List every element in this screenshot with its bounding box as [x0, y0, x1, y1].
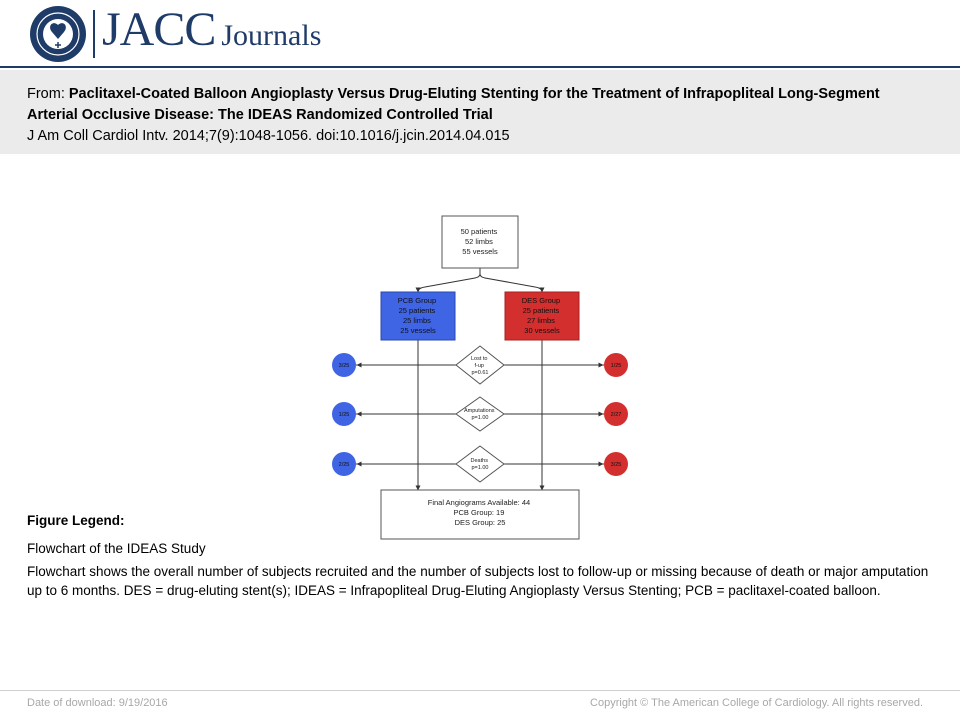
ideas-flowchart: 50 patients 52 limbs 55 vessels PCB Grou…: [332, 215, 628, 540]
svg-text:Final Angiograms Available: 44: Final Angiograms Available: 44 PCB Group…: [428, 498, 533, 527]
des-amputation-count: 2/27: [611, 412, 622, 418]
diamond-label: Lost to: [471, 356, 488, 362]
figure-legend: Figure Legend: Flowchart of the IDEAS St…: [27, 513, 937, 600]
diamond-label: p=0.61: [472, 370, 489, 376]
pcb-lost-count: 3/25: [339, 363, 350, 369]
legend-heading: Figure Legend:: [27, 513, 125, 528]
diamond-label: f-up: [474, 363, 483, 369]
pcb-death-count: 2/25: [339, 462, 350, 468]
brand-name: JACC: [102, 3, 216, 56]
des-group-line: 25 patients: [523, 306, 560, 315]
enrollment-line: 50 patients: [461, 227, 498, 236]
deaths-diamond: [455, 445, 505, 483]
des-lost-circle: [604, 353, 628, 377]
copyright-notice: Copyright © The American College of Card…: [590, 697, 923, 709]
pcb-lost-circle: [332, 353, 356, 377]
lost-to-followup-diamond: [455, 345, 505, 385]
des-amputation-circle: [604, 402, 628, 426]
enrollment-line: 52 limbs: [465, 237, 493, 246]
header-rule: [0, 66, 960, 68]
final-box-line: DES Group: 25: [455, 518, 506, 527]
final-box-line: PCB Group: 19: [454, 508, 505, 517]
amputations-diamond: [455, 396, 505, 432]
svg-text:DES Group 25 patients: DES Group 25 patients 27 limbs 30 vessel…: [522, 296, 562, 335]
pcb-amputation-count: 1/25: [339, 412, 350, 418]
des-group-line: 30 vessels: [524, 326, 560, 335]
svg-text:Lost to f-up p=0.61: Lost to f-up p=0.61: [471, 356, 489, 376]
footer-rule: [0, 690, 960, 691]
citation-banner: From: Paclitaxel-Coated Balloon Angiopla…: [0, 70, 960, 154]
pcb-group-line: 25 vessels: [400, 326, 436, 335]
diamond-label: Deaths: [471, 458, 489, 464]
des-death-count: 3/25: [611, 462, 622, 468]
des-group-line: DES Group: [522, 296, 560, 305]
download-date: Date of download: 9/19/2016: [27, 697, 168, 709]
logo-divider: [93, 10, 95, 58]
diamond-label: Amputations: [464, 408, 495, 414]
pcb-amputation-circle: [332, 402, 356, 426]
legend-body: Flowchart shows the overall number of su…: [27, 564, 929, 598]
legend-caption: Flowchart of the IDEAS Study: [27, 541, 206, 556]
svg-text:PCB Group 25 patients: PCB Group 25 patients 25 limbs 25 vessel…: [398, 296, 438, 335]
from-label: From:: [27, 86, 65, 102]
brand-subtitle: Journals: [221, 19, 322, 52]
article-reference: J Am Coll Cardiol Intv. 2014;7(9):1048-1…: [27, 128, 510, 144]
svg-text:50 patients 52 limbs 5: 50 patients 52 limbs 55 vessels: [461, 227, 500, 256]
des-group-line: 27 limbs: [527, 316, 555, 325]
svg-text:Deaths p=1.00: Deaths p=1.00: [471, 458, 490, 471]
pcb-group-line: PCB Group: [398, 296, 436, 305]
acc-seal-logo: [30, 6, 86, 62]
pcb-group-line: 25 patients: [399, 306, 436, 315]
diamond-label: p=1.00: [472, 465, 489, 471]
final-box-line: Final Angiograms Available: 44: [428, 498, 530, 507]
diamond-label: p=1.00: [472, 415, 489, 421]
pcb-group-box: [380, 291, 456, 341]
pcb-death-circle: [332, 452, 356, 476]
pcb-group-line: 25 limbs: [403, 316, 431, 325]
enrollment-box: [441, 215, 519, 269]
svg-text:Amputations p=1.00: Amputations p=1.00: [464, 408, 496, 421]
final-angiograms-box: [380, 489, 580, 540]
des-lost-count: 1/25: [611, 363, 622, 369]
des-group-box: [504, 291, 580, 341]
des-death-circle: [604, 452, 628, 476]
enrollment-line: 55 vessels: [462, 247, 498, 256]
article-title: Paclitaxel-Coated Balloon Angioplasty Ve…: [27, 86, 880, 123]
